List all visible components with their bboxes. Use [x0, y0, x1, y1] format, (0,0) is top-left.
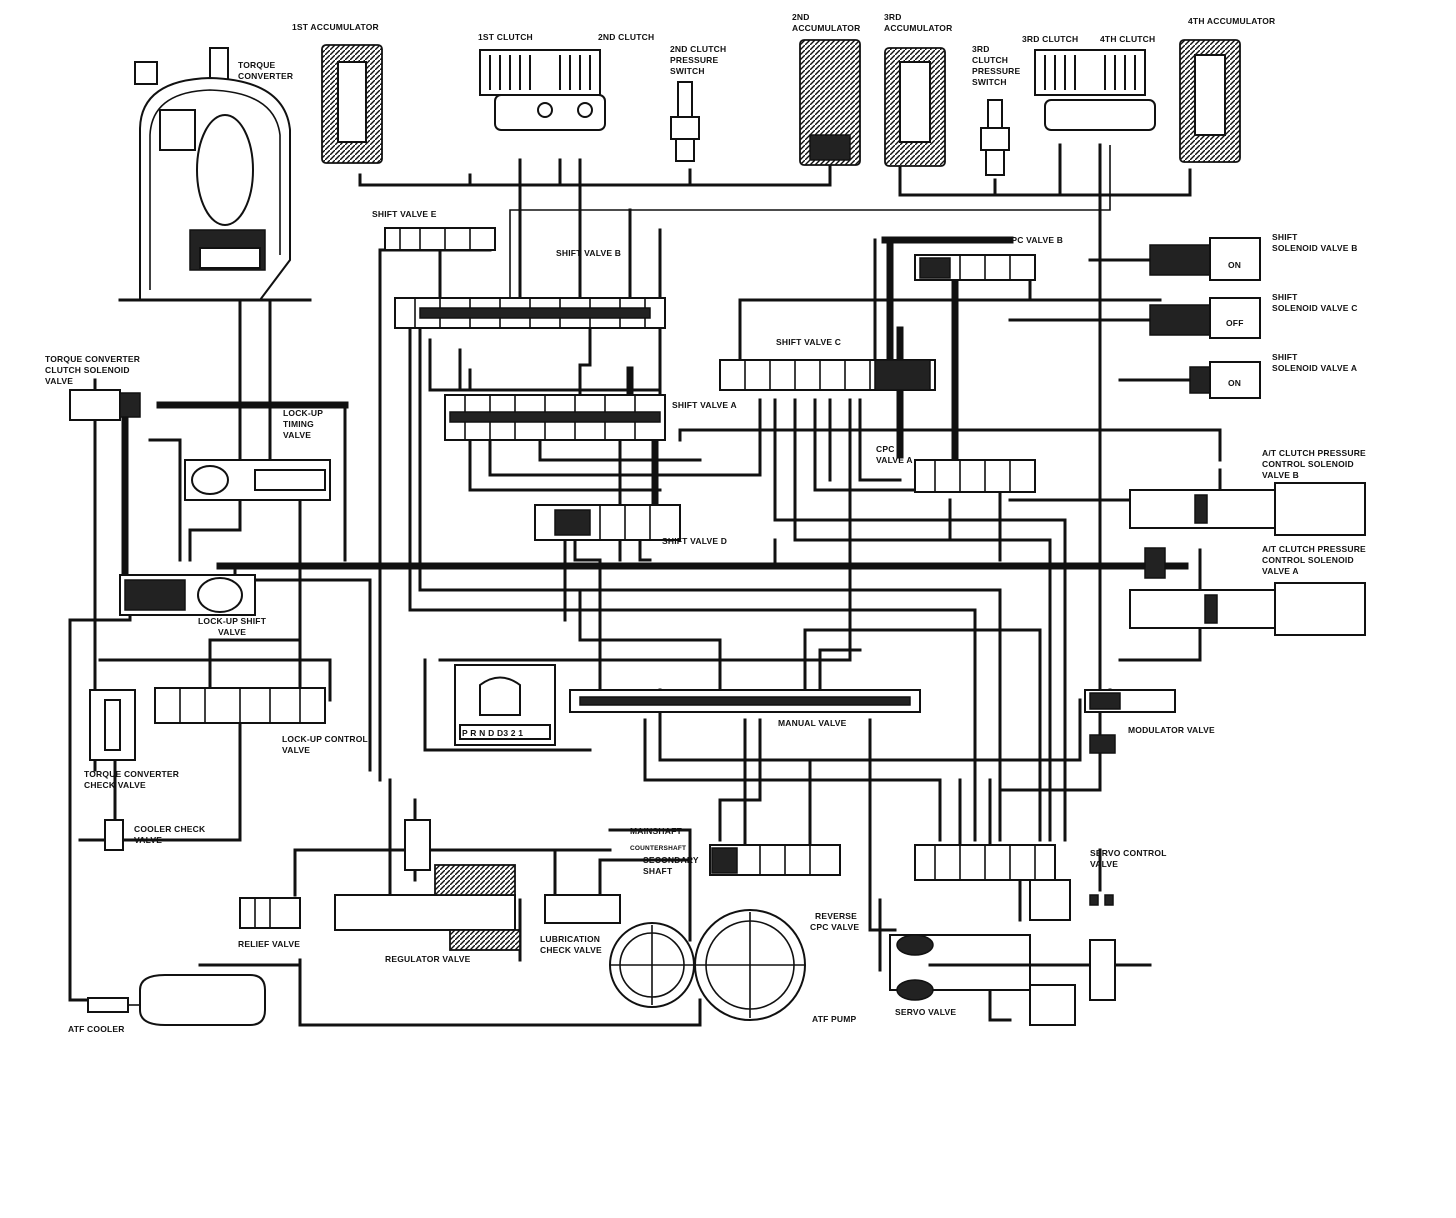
label-manual: MANUAL VALVE [778, 718, 847, 728]
regulator-valve [334, 819, 521, 951]
label-relief: RELIEF VALVE [238, 939, 300, 949]
fourth-accumulator [1179, 39, 1241, 163]
label-fourth-clutch: 4TH CLUTCH [1100, 34, 1155, 44]
label-shift-valve-b: SHIFT VALVE B [556, 248, 621, 258]
lockup-timing-valve [184, 459, 331, 501]
shift-solenoid-c: OFF [1149, 297, 1261, 339]
label-regulator: REGULATOR VALVE [385, 954, 471, 964]
third-fourth-clutch-assembly [1034, 49, 1156, 131]
shift-solenoid-b: ON [1149, 237, 1261, 281]
label-mainshaft: MAINSHAFT [630, 826, 682, 836]
label-countershaft: COUNTERSHAFT [630, 845, 686, 852]
lubrication-check-valve [544, 894, 621, 924]
shift-solenoid-a: ON [1189, 361, 1261, 399]
label-shift-valve-c: SHIFT VALVE C [776, 337, 841, 347]
label-cpc-valve-b: CPC VALVE B [1005, 235, 1063, 245]
label-second-clutch: 2ND CLUTCH [598, 32, 654, 42]
label-modulator: MODULATOR VALVE [1128, 725, 1215, 735]
reverse-cpc-valve [709, 844, 841, 876]
label-first-accumulator: 1ST ACCUMULATOR [292, 22, 379, 32]
label-fourth-accumulator: 4TH ACCUMULATOR [1188, 16, 1275, 26]
label-shift-valve-d: SHIFT VALVE D [662, 536, 727, 546]
modulator-valve [1084, 689, 1176, 754]
third-accumulator [884, 47, 946, 167]
cooler-check-valve [104, 819, 124, 851]
at-cpc-solenoid-a [1129, 547, 1366, 636]
shift-valve-a [444, 394, 666, 441]
label-first-clutch: 1ST CLUTCH [478, 32, 533, 42]
tcc-solenoid [69, 389, 141, 421]
hydraulic-lines [68, 143, 1222, 1027]
label-servo-valve: SERVO VALVE [895, 1007, 956, 1017]
label-atf-pump: ATF PUMP [812, 1014, 857, 1024]
torque-converter [118, 47, 312, 302]
shift-solenoid-c-state: OFF [1226, 318, 1244, 328]
shift-valve-c [719, 359, 936, 391]
shift-solenoid-a-state: ON [1228, 378, 1241, 388]
shift-valve-b [394, 297, 666, 329]
first-accumulator [321, 44, 383, 164]
torque-converter-check-valve [89, 689, 136, 761]
at-cpc-solenoid-b [1129, 482, 1366, 536]
shift-valve-d [534, 504, 681, 541]
atf-cooler [87, 974, 266, 1026]
label-shift-valve-a: SHIFT VALVE A [672, 400, 737, 410]
manual-valve-positions: P R N D D3 2 1 [462, 728, 523, 738]
second-accumulator [799, 39, 861, 166]
first-second-clutch-assembly [479, 49, 606, 131]
servo-valve [889, 879, 1152, 1026]
shift-valve-e [384, 227, 496, 251]
cpc-valve-b [914, 254, 1036, 281]
lockup-shift-valve [119, 574, 256, 616]
manual-valve [454, 664, 921, 746]
third-clutch-pressure-switch [980, 99, 1010, 176]
servo-control-valve [914, 844, 1056, 881]
label-shift-valve-e: SHIFT VALVE E [372, 209, 437, 219]
second-clutch-pressure-switch [670, 81, 700, 162]
atf-pump [609, 909, 806, 1021]
cpc-valve-a [914, 459, 1036, 493]
label-third-clutch: 3RD CLUTCH [1022, 34, 1078, 44]
lockup-control-valve [154, 687, 326, 724]
relief-valve [239, 897, 301, 929]
shift-solenoid-b-state: ON [1228, 260, 1241, 270]
label-atf-cooler: ATF COOLER [68, 1024, 125, 1034]
